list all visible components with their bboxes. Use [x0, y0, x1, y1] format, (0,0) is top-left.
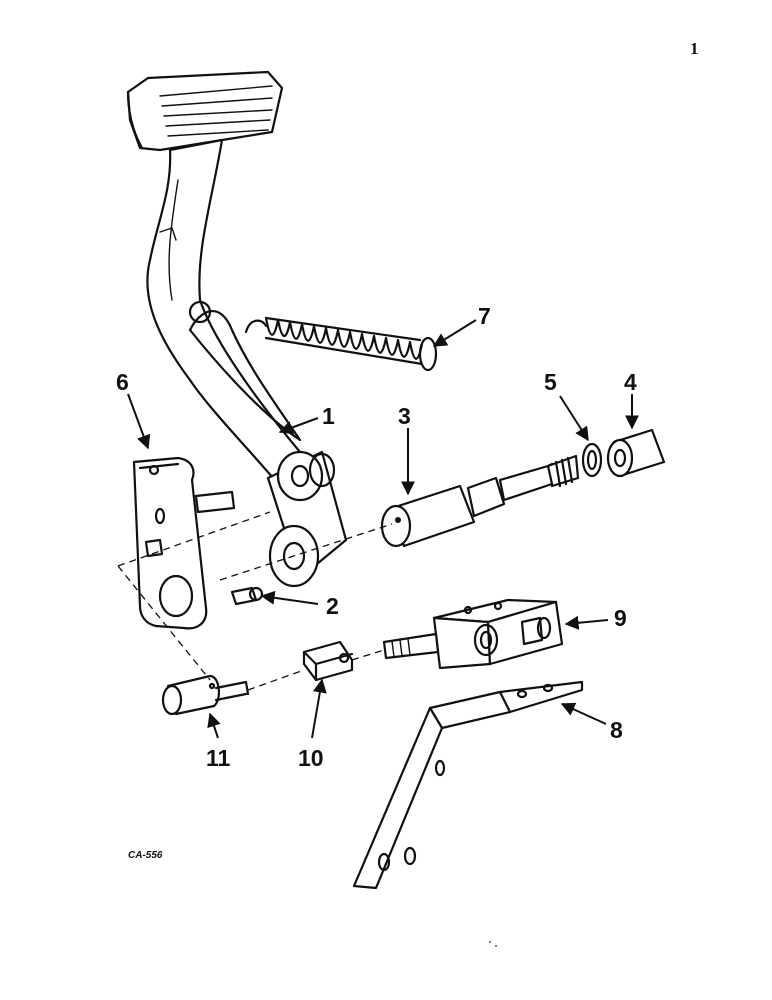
callout-3: 3: [398, 403, 411, 429]
page-number: 1: [690, 39, 699, 58]
callout-4: 4: [624, 369, 637, 395]
bushing: [606, 428, 666, 478]
leader-arrows: [127, 319, 639, 739]
callout-10: 10: [298, 745, 324, 771]
callout-11: 11: [206, 745, 231, 771]
callout-2: 2: [326, 593, 339, 619]
washer: [581, 442, 603, 478]
callout-8: 8: [610, 717, 623, 743]
pivot-bracket: [132, 456, 236, 630]
scan-specks: [489, 941, 497, 947]
callout-9: 9: [614, 605, 627, 631]
figure-code: CA-556: [128, 850, 163, 861]
set-screw: [230, 586, 264, 606]
mounting-bracket: [352, 680, 584, 890]
callout-6: 6: [116, 369, 129, 395]
return-spring: [244, 316, 438, 372]
switch-block: [382, 598, 564, 670]
callout-7: 7: [478, 303, 491, 329]
assembly-lines: [117, 511, 393, 691]
callout-5: 5: [544, 369, 557, 395]
clevis-block: [302, 640, 354, 682]
clevis-pin: [161, 674, 250, 716]
pedal-shaft: [380, 454, 580, 548]
callout-labels: 1 2 3 4 5 6 7 8 9 10 11: [116, 303, 637, 771]
brake-pedal: [126, 70, 348, 588]
callout-1: 1: [322, 403, 335, 429]
